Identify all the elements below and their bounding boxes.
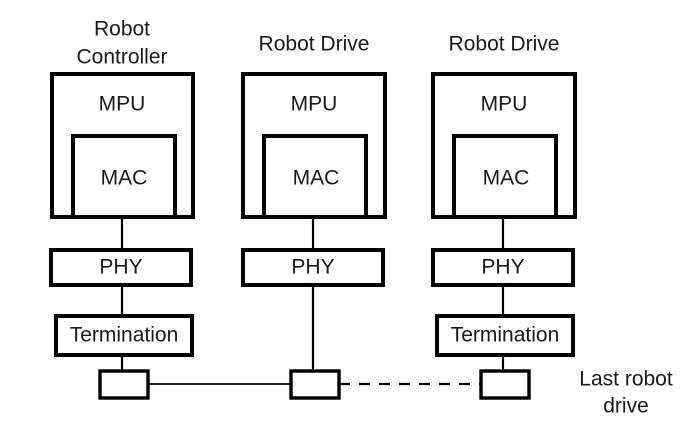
mpu-label-col1: MPU bbox=[99, 93, 146, 116]
termination-label-col3: Termination bbox=[451, 324, 560, 347]
column-title-line1-col1: Robot bbox=[94, 18, 150, 41]
column-robot-controller: Robot Controller MPU MAC PHY Termination bbox=[49, 18, 195, 400]
column-robot-drive-1: Robot Drive MPU MAC PHY bbox=[241, 33, 387, 400]
phy-box-col2[interactable] bbox=[241, 248, 385, 287]
mpu-label-col2: MPU bbox=[291, 93, 338, 116]
termination-box-col1[interactable] bbox=[54, 314, 194, 357]
last-robot-drive-annotation: Last robot drive bbox=[579, 368, 673, 418]
mac-label-col3: MAC bbox=[483, 167, 530, 190]
last-robot-drive-line1: Last robot bbox=[579, 368, 673, 391]
column-title-line1-col2: Robot Drive bbox=[259, 33, 370, 56]
mac-label-col1: MAC bbox=[101, 167, 148, 190]
bus-connector-col3[interactable] bbox=[479, 369, 531, 400]
termination-box-col3[interactable] bbox=[435, 314, 575, 357]
termination-label-col1: Termination bbox=[70, 324, 179, 347]
mac-box-col1[interactable] bbox=[71, 134, 177, 219]
phy-box-col3[interactable] bbox=[431, 248, 575, 287]
mac-label-col2: MAC bbox=[293, 167, 340, 190]
bus-connector-col2[interactable] bbox=[289, 369, 341, 400]
phy-label-col2: PHY bbox=[291, 256, 334, 279]
mpu-label-col3: MPU bbox=[481, 93, 528, 116]
mac-box-col2[interactable] bbox=[262, 134, 368, 219]
bus-connector-col1[interactable] bbox=[98, 369, 150, 400]
column-robot-drive-2: Robot Drive MPU MAC PHY Termination bbox=[431, 33, 577, 400]
phy-label-col3: PHY bbox=[481, 256, 524, 279]
last-robot-drive-line2: drive bbox=[603, 395, 649, 418]
column-title-line1-col3: Robot Drive bbox=[449, 33, 560, 56]
mac-box-col3[interactable] bbox=[452, 134, 558, 219]
column-title-line2-col1: Controller bbox=[76, 46, 167, 69]
phy-label-col1: PHY bbox=[99, 256, 142, 279]
